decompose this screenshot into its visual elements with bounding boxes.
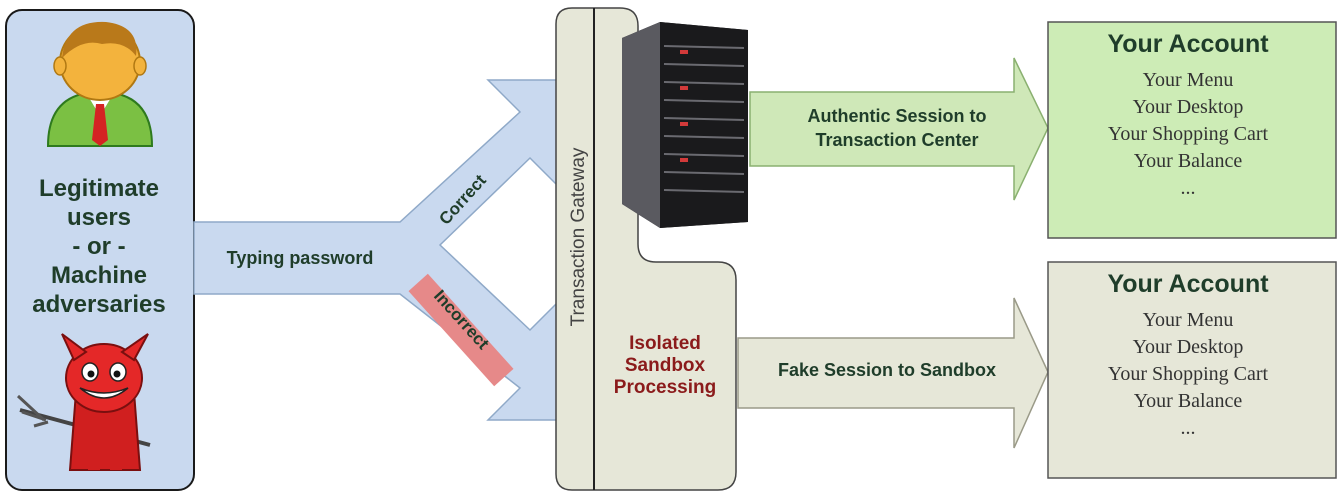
account-item: Your Desktop: [1132, 96, 1244, 118]
account-item: Your Shopping Cart: [1107, 363, 1269, 385]
account-title: Your Account: [1107, 270, 1269, 298]
users-label-line: - or -: [72, 233, 126, 260]
users-label: Legitimate users - or - Machine adversar…: [8, 174, 190, 319]
fake-session-arrow: [737, 297, 1049, 449]
account-box-sandbox: [1047, 261, 1337, 479]
authentic-session-arrow: [749, 57, 1049, 201]
server-icon: [622, 22, 748, 228]
users-label-line: adversaries: [32, 291, 166, 318]
authentic-session-line: Transaction Center: [815, 130, 979, 150]
account-panel-sandbox: Your Account Your Menu Your Desktop Your…: [1048, 270, 1328, 442]
users-label-line: Machine: [50, 262, 148, 289]
account-item: Your Menu: [1142, 69, 1234, 91]
account-item: Your Balance: [1133, 390, 1243, 412]
account-item: ...: [1180, 177, 1196, 199]
transaction-gateway: [555, 7, 737, 491]
fake-session-label: Fake Session to Sandbox: [777, 360, 997, 380]
incorrect-tag: [408, 273, 514, 387]
account-box-authentic: [1047, 21, 1337, 239]
users-label-line: users: [66, 204, 132, 231]
account-title: Your Account: [1107, 30, 1269, 58]
sandbox-processing-line: Isolated: [629, 333, 701, 354]
authentic-session-label: Authentic Session to Transaction Center: [762, 104, 1032, 152]
account-item: ...: [1180, 417, 1196, 439]
user-icon: [46, 21, 154, 147]
account-item: Your Balance: [1133, 150, 1243, 172]
sandbox-processing-label: Isolated Sandbox Processing: [604, 333, 726, 399]
gateway-label: Transaction Gateway: [568, 147, 589, 327]
account-item: Your Desktop: [1132, 336, 1244, 358]
account-item: Your Menu: [1142, 309, 1234, 331]
account-panel-authentic: Your Account Your Menu Your Desktop Your…: [1048, 30, 1328, 202]
sandbox-processing-line: Processing: [613, 377, 717, 398]
authentic-session-line: Authentic Session to: [807, 106, 987, 126]
devil-icon: [16, 333, 151, 471]
typing-password-label: Typing password: [226, 248, 374, 268]
account-item: Your Shopping Cart: [1107, 123, 1269, 145]
sandbox-processing-line: Sandbox: [624, 355, 706, 376]
users-label-line: Legitimate: [38, 175, 160, 202]
